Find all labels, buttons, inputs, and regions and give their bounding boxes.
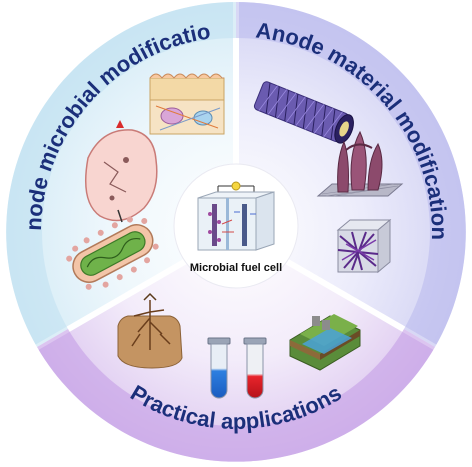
cell-membrane-icon [85, 120, 158, 223]
fiber-cube-icon [336, 218, 392, 274]
bacterium-icon [66, 216, 159, 290]
rim-bottom [37, 329, 435, 462]
fuel-cell-icon [197, 181, 275, 251]
rim-right [236, 2, 466, 347]
wastewater-icon [289, 314, 361, 371]
center-label: Microbial fuel cell [190, 262, 282, 274]
carbon-nanotube-icon [253, 81, 354, 144]
skin-tissue-icon [149, 73, 225, 135]
rim-left [6, 2, 236, 347]
carbon-structure-icon [316, 130, 404, 197]
root-soil-icon [117, 292, 183, 369]
test-tubes-icon [207, 337, 267, 399]
